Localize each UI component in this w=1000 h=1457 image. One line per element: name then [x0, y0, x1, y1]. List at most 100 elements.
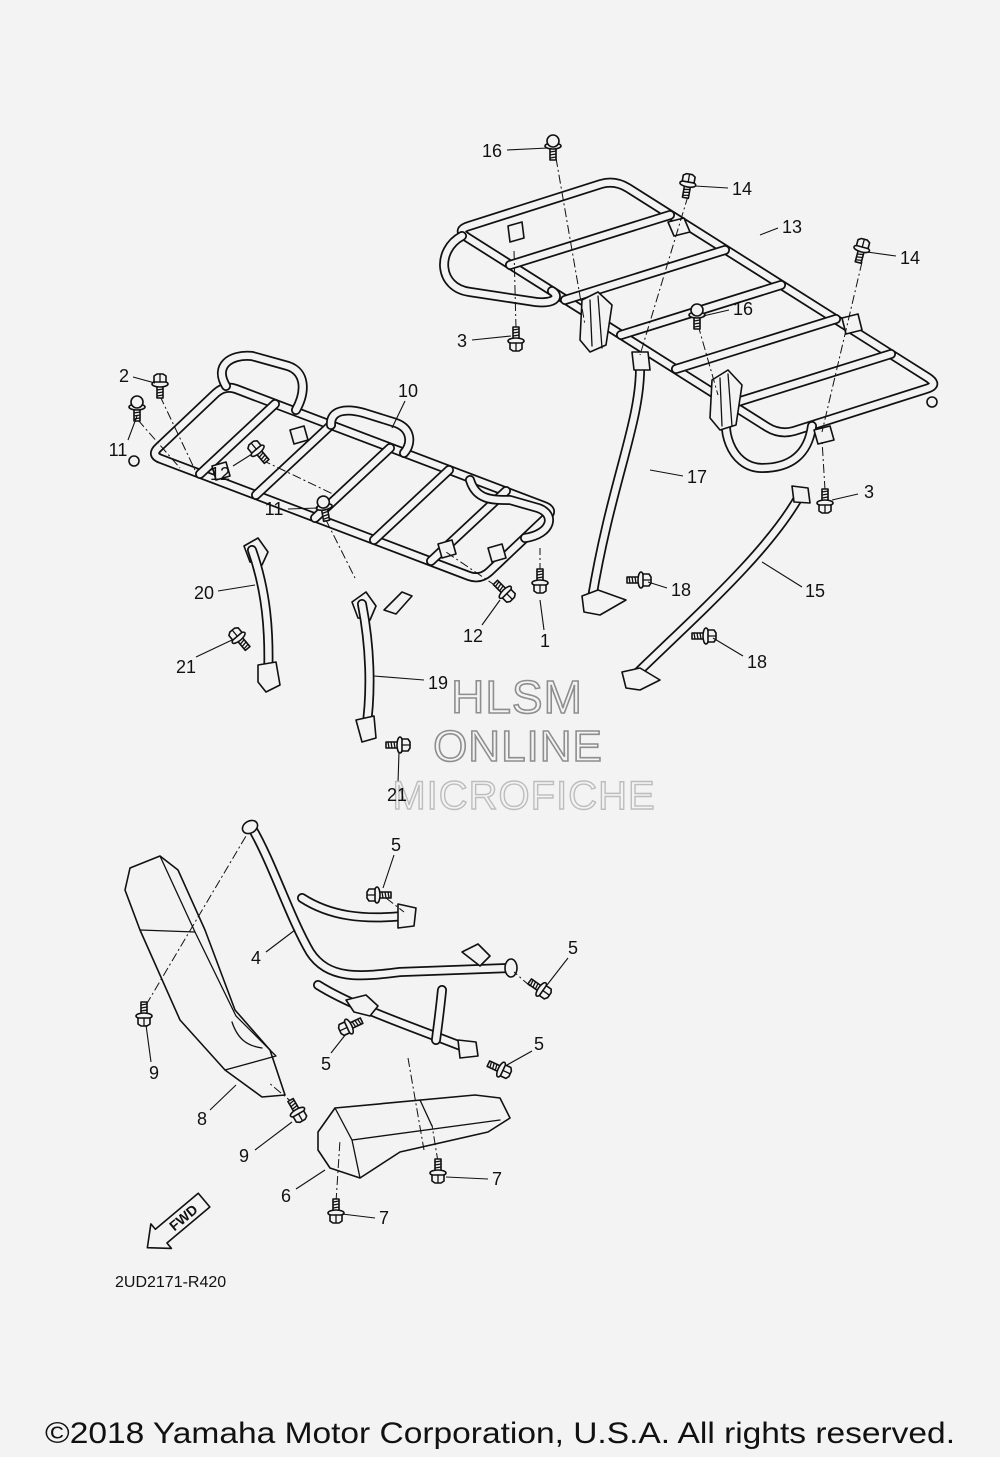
- stay-20-foot: [257, 661, 281, 693]
- callout-part-number: 19: [428, 673, 448, 693]
- bolt-thread: [351, 1021, 357, 1028]
- side-guard-edge: [139, 855, 277, 1071]
- leader-line: [217, 584, 256, 592]
- front-carrier-tab: [211, 461, 231, 481]
- skid-guard-body: [317, 1094, 511, 1179]
- bolt-thread: [140, 1003, 148, 1006]
- leader-line: [761, 561, 803, 588]
- arrow-icon: [146, 1192, 211, 1250]
- bolt-thread: [491, 1062, 495, 1070]
- bolt-thread: [241, 641, 247, 648]
- leader-line: [866, 251, 897, 257]
- bolt-thread: [536, 576, 544, 579]
- bolt-icon: [486, 1060, 513, 1080]
- rear-carrier-crossbar-core: [727, 350, 895, 408]
- stay-17-tube-core: [588, 358, 644, 602]
- rear-carrier-crossbar-core: [506, 211, 674, 269]
- leader-line: [831, 493, 859, 501]
- skid-guard-6: [317, 1094, 511, 1179]
- bolt-icon: [527, 978, 552, 1000]
- bolt-thread: [381, 891, 384, 899]
- rear-carrier-bracket: [579, 291, 613, 353]
- bolt-thread: [693, 322, 701, 325]
- watermark: HLSM ONLINE MICROFICHE: [392, 670, 656, 819]
- rear-carrier-ear: [926, 396, 938, 408]
- side-guard-body: [124, 855, 286, 1098]
- bolt-head-edge: [861, 238, 865, 248]
- bolt-thread: [549, 156, 557, 159]
- stay-15-clip: [791, 485, 811, 504]
- rear-carrier-crossbar-core: [561, 246, 729, 304]
- leader-line: [702, 309, 730, 317]
- rear-carrier-tab: [813, 425, 835, 445]
- bolt-head: [546, 134, 560, 148]
- bolt-thread: [693, 325, 701, 328]
- leader-line: [506, 147, 549, 151]
- guard-drop-tube-core: [432, 986, 446, 1044]
- guard-plate: [457, 1039, 479, 1059]
- bolt-icon: [366, 886, 392, 904]
- leader-line: [694, 185, 729, 189]
- callout-part-number: 11: [109, 440, 128, 460]
- callout-part-number: 16: [733, 299, 753, 319]
- bolt-thread: [156, 388, 164, 391]
- callout-part-number: 21: [176, 657, 196, 677]
- callouts: 16 14 13 14 16 3 2 11 10 12 11 17 3 20 1…: [109, 141, 920, 1228]
- stay-19-foot: [355, 715, 377, 743]
- fasteners: [128, 134, 871, 1224]
- front-carrier-tab: [289, 425, 309, 445]
- bolt-thread: [534, 982, 539, 990]
- bolt-thread: [494, 581, 500, 588]
- copyright-notice: ©2018 Yamaha Motor Corporation, U.S.A. A…: [45, 1417, 955, 1450]
- leader-line: [391, 400, 406, 429]
- rear-carrier-crossbar-core: [672, 315, 840, 373]
- front-carrier-right-hoop-core: [466, 476, 553, 542]
- callout-part-number: 14: [900, 248, 920, 268]
- leader-line: [471, 335, 512, 341]
- bolt-icon: [492, 579, 516, 603]
- front-carrier-tab: [437, 539, 457, 559]
- guard-bracket: [461, 943, 491, 967]
- stay-17-clip: [631, 351, 651, 371]
- bolt-thread: [494, 1063, 498, 1071]
- bolt-thread: [322, 513, 330, 518]
- callout-part-number: 21: [387, 785, 407, 805]
- bolt-thread: [133, 411, 141, 414]
- bolt-icon: [691, 627, 717, 645]
- callout-part-number: 16: [482, 141, 502, 161]
- rear-carrier-bracket: [709, 369, 743, 431]
- bolt-thread: [529, 979, 534, 987]
- bolt-icon: [327, 1198, 345, 1224]
- bolt-thread: [821, 490, 829, 493]
- bolt-icon: [287, 1097, 308, 1124]
- front-carrier-ear: [128, 455, 140, 467]
- bolt-thread: [387, 741, 390, 749]
- callout-part-number: 9: [239, 1146, 249, 1166]
- bolt-thread: [434, 1163, 442, 1166]
- leader-line: [647, 581, 668, 589]
- bolt-thread: [384, 891, 387, 899]
- bolt-icon: [853, 237, 871, 265]
- leader-line: [287, 507, 319, 510]
- leader-line: [445, 1176, 489, 1180]
- bolt-head-edge: [506, 593, 514, 601]
- bolt-head-edge: [339, 1026, 348, 1032]
- leader-line: [265, 929, 296, 953]
- bolt-thread: [260, 454, 266, 461]
- bolt-head-edge: [542, 989, 551, 996]
- bolt-head: [130, 395, 144, 409]
- stay-15-foot: [621, 667, 661, 691]
- front-carrier-middle-hoop-core: [327, 407, 413, 457]
- bolt-thread: [683, 188, 691, 191]
- bracket-detail: [719, 373, 733, 427]
- bolt-thread: [133, 417, 141, 420]
- bolt-thread: [356, 1018, 362, 1025]
- callout-part-number: 8: [197, 1109, 207, 1129]
- leader-line: [506, 1050, 533, 1066]
- bolt-thread: [434, 1160, 442, 1163]
- front-carrier-crossbar-core: [252, 421, 335, 499]
- callout-part-number: 14: [732, 179, 752, 199]
- callout-part-number: 13: [782, 217, 802, 237]
- stay-15-tube-core: [630, 491, 804, 680]
